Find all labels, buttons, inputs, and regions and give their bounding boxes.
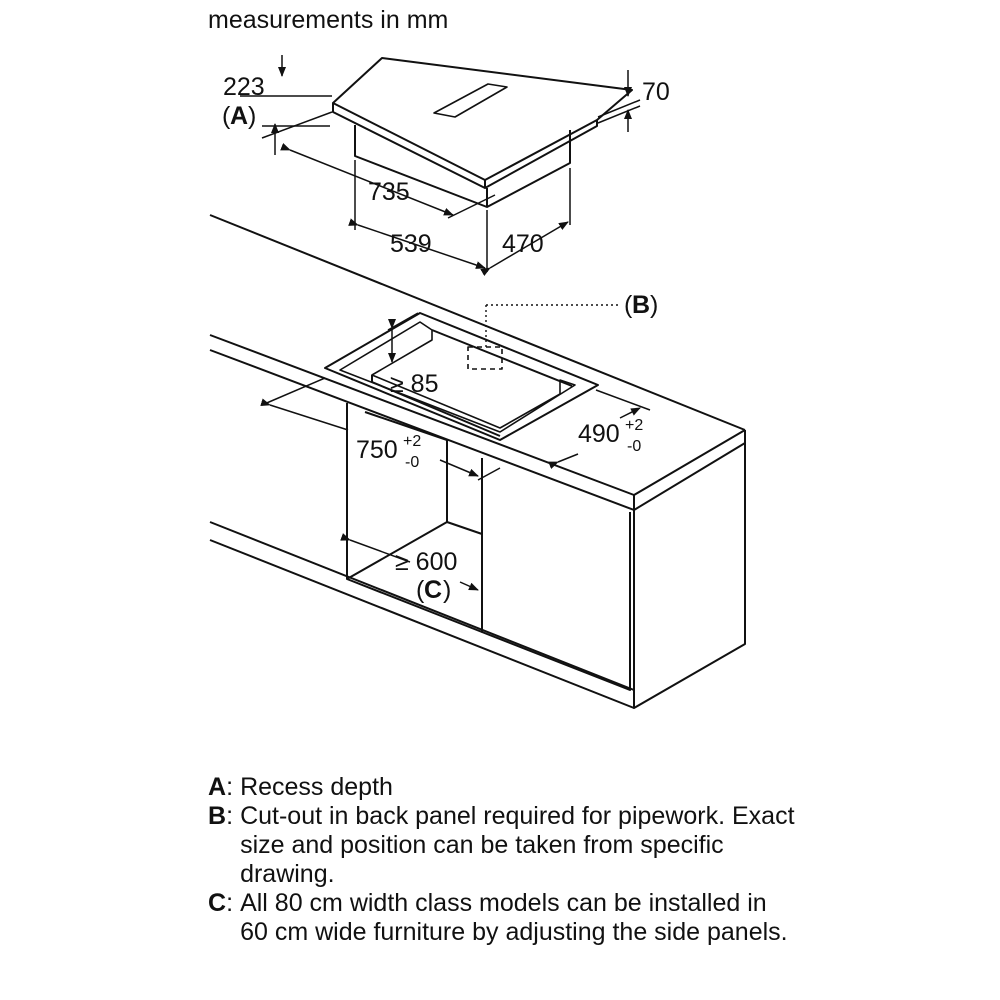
legend-text-a: Recess depth <box>240 773 393 801</box>
legend-item-a: A: Recess depth <box>208 773 800 802</box>
dim-cutout-width-tol-plus: +2 <box>403 433 421 450</box>
dim-depth: 470 <box>502 230 544 258</box>
hob-glass-top <box>332 57 633 181</box>
label-b-close: ) <box>650 291 658 319</box>
marker-b: B <box>632 291 650 319</box>
label-a-open: ( <box>222 102 231 130</box>
dim-total-height: 223 <box>223 73 265 101</box>
legend-key-c: C <box>208 889 227 917</box>
label-c-close: ) <box>443 576 451 604</box>
dim-cutout-width-tol-minus: -0 <box>405 454 419 471</box>
cutout-outer <box>324 312 599 441</box>
legend-item-c: C: All 80 cm width class models can be i… <box>208 889 800 947</box>
worktop <box>209 334 746 496</box>
legend-item-b: B: Cut-out in back panel required for pi… <box>208 802 800 889</box>
dim-min-depth: ≥ 85 <box>390 370 438 398</box>
label-c-open: ( <box>416 576 425 604</box>
legend-text-c: All 80 cm width class models can be inst… <box>240 889 788 946</box>
back-panel-cutout <box>467 346 503 370</box>
kitchen-unit <box>209 214 746 709</box>
label-b-open: ( <box>624 291 633 319</box>
dim-glass-height: 70 <box>642 78 670 106</box>
legend: A: Recess depth B: Cut-out in back panel… <box>208 773 800 947</box>
hob-vent-icon <box>433 83 508 118</box>
cutout-inner <box>339 321 576 433</box>
legend-key-a: A <box>208 773 227 801</box>
dim-cutout-depth-tol-minus: -0 <box>627 438 641 455</box>
label-a-close: ) <box>248 102 256 130</box>
legend-key-b: B <box>208 802 227 830</box>
legend-text-b: Cut-out in back panel required for pipew… <box>240 802 795 888</box>
cabinet-door <box>481 458 631 691</box>
marker-c: C <box>424 576 442 604</box>
hob-glass-edge <box>332 103 598 189</box>
dim-cutout-width: 750 <box>356 436 398 464</box>
dim-cutout-depth-tol-plus: +2 <box>625 417 643 434</box>
dim-body-width: 539 <box>390 230 432 258</box>
dim-overall-width: 735 <box>368 178 410 206</box>
measurements-label: measurements in mm <box>208 6 448 34</box>
marker-a: A <box>230 102 248 130</box>
dim-cutout-depth: 490 <box>578 420 620 448</box>
hob <box>332 57 633 208</box>
dim-cabinet-width: ≥ 600 <box>395 548 457 576</box>
